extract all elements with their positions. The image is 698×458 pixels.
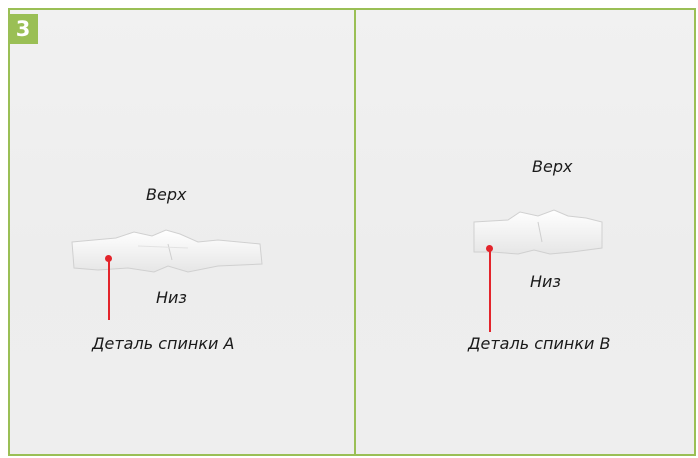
panel-back-part-a: Верх Низ Деталь спинки A bbox=[10, 10, 354, 454]
top-label-b: Верх bbox=[532, 157, 573, 176]
back-part-a-image bbox=[71, 229, 263, 273]
instruction-frame: Верх Низ Деталь спинки A Верх Низ Деталь… bbox=[8, 8, 696, 456]
caption-back-part-b: Деталь спинки B bbox=[468, 334, 611, 353]
top-label-a: Верх bbox=[146, 185, 187, 204]
panel-divider bbox=[354, 10, 356, 454]
pointer-dot-b bbox=[486, 245, 493, 252]
pointer-dot-a bbox=[105, 255, 112, 262]
panel-back-part-b: Верх Низ Деталь спинки B bbox=[356, 10, 694, 454]
caption-back-part-a: Деталь спинки A bbox=[92, 334, 235, 353]
pointer-line-a bbox=[108, 260, 110, 320]
step-number-badge: 3 bbox=[8, 14, 38, 44]
bottom-label-a: Низ bbox=[156, 288, 187, 307]
pointer-line-b bbox=[489, 250, 491, 332]
back-part-b-image bbox=[473, 209, 603, 255]
bottom-label-b: Низ bbox=[530, 272, 561, 291]
